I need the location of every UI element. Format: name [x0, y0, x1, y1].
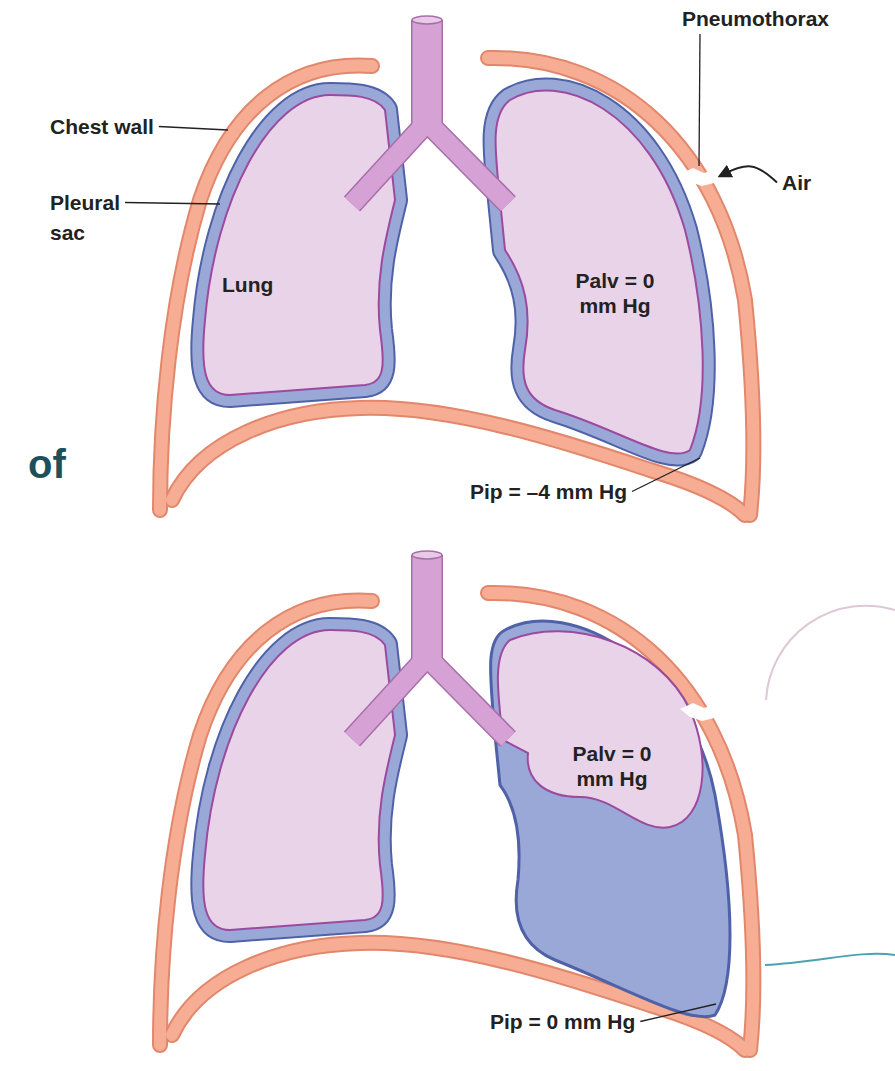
- collapsed-lung: [498, 631, 703, 827]
- part-label: Air: [782, 170, 842, 195]
- part-label: Palv = 0 mm Hg: [560, 268, 670, 318]
- part-label: Pneumothorax: [682, 6, 882, 31]
- expanded-pleural-space: [491, 621, 730, 1017]
- pleura-outline: [496, 90, 703, 453]
- left-lung: [203, 95, 395, 395]
- trachea: [352, 551, 508, 739]
- part-label: Pip = –4 mm Hg: [470, 479, 700, 504]
- left-lung: [203, 630, 395, 930]
- right-lung: [496, 90, 703, 453]
- pneumothorax-hole: [680, 703, 716, 721]
- pleural-pressure-leader: [632, 458, 700, 492]
- pneumothorax-hole: [680, 168, 716, 186]
- lung-tissue: [496, 90, 703, 453]
- normal-lungs: [160, 16, 753, 515]
- air-arrow: [720, 166, 777, 182]
- part-label: Pleural sac: [50, 188, 140, 248]
- pleural-pressure-leader: [640, 1004, 716, 1022]
- leader-lines: [125, 34, 777, 1022]
- part-label: Pip = 0 mm Hg: [490, 1009, 720, 1034]
- chest-wall: [160, 58, 753, 515]
- decor-line: [765, 954, 895, 965]
- pneumothorax-leader: [699, 34, 700, 166]
- chest-wall: [160, 593, 753, 1050]
- part-label: Chest wall: [50, 114, 180, 139]
- decor-arc: [766, 606, 895, 700]
- collapsed-lung-figure: [160, 551, 753, 1050]
- part-label: Lung: [222, 272, 312, 297]
- part-label: Palv = 0 mm Hg: [557, 741, 667, 791]
- chest-wall-leader: [159, 127, 228, 131]
- pleural-sac-leader: [125, 203, 220, 205]
- pleural-sac: [496, 90, 703, 453]
- trachea: [352, 16, 508, 204]
- slide-title-fragment: of: [28, 452, 108, 477]
